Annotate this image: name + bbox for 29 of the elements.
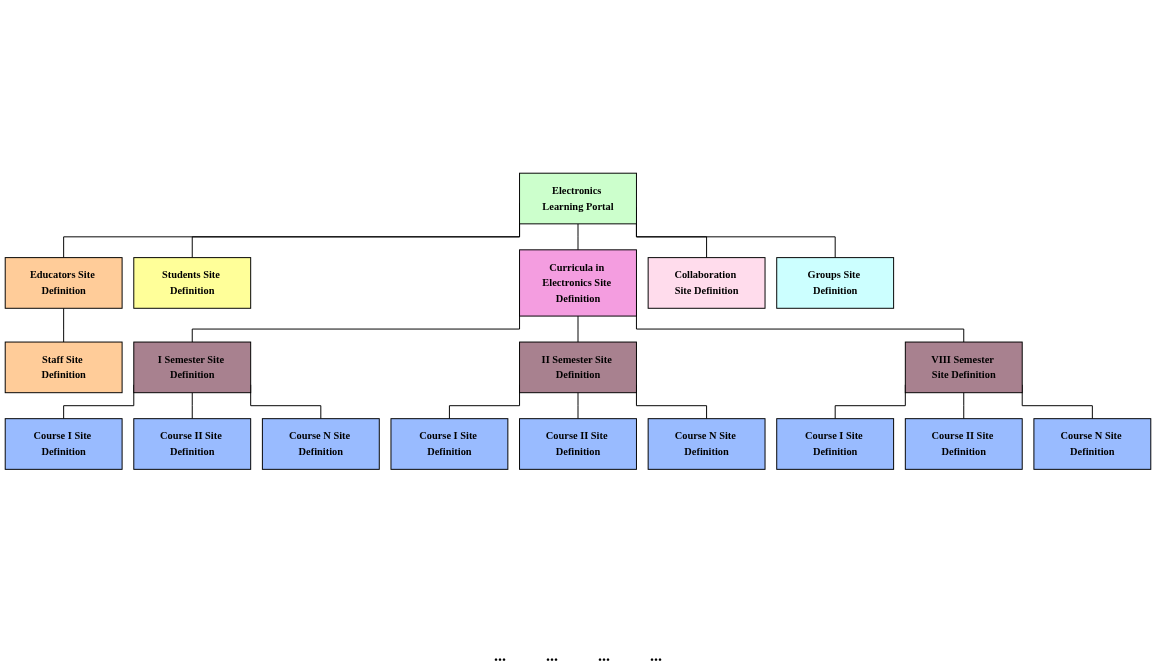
- node-box: Course N Site Definition: [1033, 418, 1152, 471]
- ellipsis-note: ...: [546, 647, 558, 665]
- node-box: I Semester Site Definition: [133, 341, 252, 394]
- node-box: Collaboration Site Definition: [647, 257, 766, 309]
- connector: [577, 315, 579, 343]
- node-box: Course I Site Definition: [390, 418, 509, 471]
- ellipsis-note: ...: [650, 647, 662, 665]
- node-box: II Semester Site Definition: [519, 341, 637, 394]
- node-box: Educators Site Definition: [4, 257, 123, 309]
- node-box: Staff Site Definition: [4, 341, 123, 394]
- connector: [963, 392, 965, 420]
- node-box: Course N Site Definition: [261, 418, 380, 471]
- node-box: Groups Site Definition: [776, 257, 895, 309]
- node-box: Course I Site Definition: [4, 418, 123, 471]
- node-box: Electronics Learning Portal: [519, 172, 637, 225]
- node-box: Curricula in Electronics Site Definition: [519, 249, 637, 317]
- ellipsis-note: ...: [494, 647, 506, 665]
- node-box: Course II Site Definition: [133, 418, 252, 471]
- connector: [191, 392, 193, 420]
- node-box: Course II Site Definition: [519, 418, 637, 471]
- node-box: Course II Site Definition: [904, 418, 1023, 471]
- ellipsis-note: ...: [598, 647, 610, 665]
- node-box: Students Site Definition: [133, 257, 252, 309]
- connector: [577, 223, 579, 251]
- node-box: VIII Semester Site Definition: [904, 341, 1023, 394]
- connector: [577, 392, 579, 420]
- node-box: Course I Site Definition: [776, 418, 895, 471]
- connector: [63, 308, 65, 343]
- node-box: Course N Site Definition: [647, 418, 766, 471]
